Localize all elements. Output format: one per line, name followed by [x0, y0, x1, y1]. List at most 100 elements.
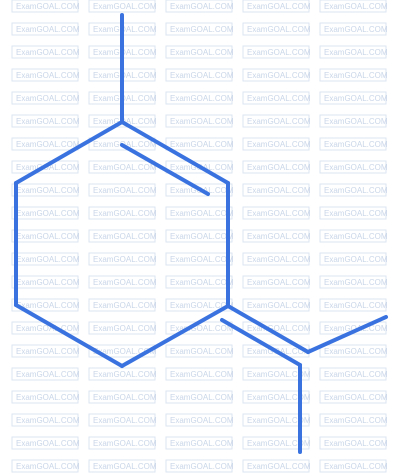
- watermark-box: [242, 206, 310, 220]
- watermark-text: ExamGOAL.COM: [93, 163, 157, 172]
- watermark-box: [11, 298, 79, 312]
- watermark-text: ExamGOAL.COM: [93, 393, 157, 402]
- watermark-text: ExamGOAL.COM: [16, 2, 80, 11]
- watermark-text: ExamGOAL.COM: [93, 2, 157, 11]
- watermark-text: ExamGOAL.COM: [16, 209, 80, 218]
- watermark-box: [88, 459, 156, 473]
- watermark-text: ExamGOAL.COM: [324, 25, 388, 34]
- watermark-box: [242, 68, 310, 82]
- watermark-text: ExamGOAL.COM: [170, 255, 234, 264]
- watermark-box: [242, 45, 310, 59]
- watermark-box: [11, 45, 79, 59]
- watermark-box: [11, 413, 79, 427]
- watermark-text: ExamGOAL.COM: [93, 416, 157, 425]
- watermark-text: ExamGOAL.COM: [247, 232, 311, 241]
- ring-double-bond-inner: [120, 143, 210, 196]
- watermark-box: [165, 252, 233, 266]
- watermark-box: [242, 160, 310, 174]
- watermark-box: [11, 183, 79, 197]
- watermark-box: [242, 413, 310, 427]
- watermark-box: [319, 459, 387, 473]
- watermark-box: [319, 321, 387, 335]
- watermark-box: [88, 183, 156, 197]
- watermark-box: [242, 22, 310, 36]
- watermark-box: [242, 275, 310, 289]
- watermark-box: [319, 367, 387, 381]
- watermark-box: [319, 160, 387, 174]
- watermark-text: ExamGOAL.COM: [324, 117, 388, 126]
- watermark-text: ExamGOAL.COM: [170, 232, 234, 241]
- watermark-text: ExamGOAL.COM: [247, 117, 311, 126]
- watermark-box: [88, 0, 156, 13]
- watermark-text: ExamGOAL.COM: [16, 25, 80, 34]
- watermark-text: ExamGOAL.COM: [170, 209, 234, 218]
- watermark-text: ExamGOAL.COM: [16, 439, 80, 448]
- watermark-box: [11, 91, 79, 105]
- watermark-text: ExamGOAL.COM: [170, 25, 234, 34]
- watermark-text: ExamGOAL.COM: [16, 370, 80, 379]
- watermark-text: ExamGOAL.COM: [16, 94, 80, 103]
- watermark-text: ExamGOAL.COM: [93, 71, 157, 80]
- watermark-box: [165, 229, 233, 243]
- watermark-box: [11, 229, 79, 243]
- watermark-text: ExamGOAL.COM: [93, 278, 157, 287]
- watermark-text: ExamGOAL.COM: [93, 48, 157, 57]
- watermark-text: ExamGOAL.COM: [16, 393, 80, 402]
- watermark-text: ExamGOAL.COM: [247, 255, 311, 264]
- watermark-text: ExamGOAL.COM: [93, 94, 157, 103]
- watermark-box: [88, 229, 156, 243]
- watermark-text: ExamGOAL.COM: [16, 48, 80, 57]
- watermark-box: [11, 160, 79, 174]
- watermark-text: ExamGOAL.COM: [16, 140, 80, 149]
- watermark-text: ExamGOAL.COM: [324, 186, 388, 195]
- watermark-text: ExamGOAL.COM: [93, 186, 157, 195]
- watermark-text: ExamGOAL.COM: [247, 462, 311, 471]
- watermark-text: ExamGOAL.COM: [170, 370, 234, 379]
- watermark-text: ExamGOAL.COM: [16, 255, 80, 264]
- watermark-box: [319, 114, 387, 128]
- watermark-box: [319, 252, 387, 266]
- watermark-text: ExamGOAL.COM: [16, 347, 80, 356]
- watermark-box: [319, 91, 387, 105]
- exocyclic-double-bond-b: [220, 318, 302, 367]
- ring-bond-upper-left: [14, 120, 124, 185]
- watermark-box: [242, 390, 310, 404]
- watermark-box: [242, 137, 310, 151]
- watermark-text: ExamGOAL.COM: [247, 416, 311, 425]
- watermark-box: [242, 459, 310, 473]
- watermark-text: ExamGOAL.COM: [93, 439, 157, 448]
- watermark-box: [88, 390, 156, 404]
- watermark-text: ExamGOAL.COM: [170, 48, 234, 57]
- watermark-text: ExamGOAL.COM: [93, 462, 157, 471]
- watermark-text: ExamGOAL.COM: [170, 71, 234, 80]
- watermark-box: [11, 459, 79, 473]
- watermark-box: [11, 390, 79, 404]
- watermark-box: [11, 137, 79, 151]
- watermark-box: [88, 252, 156, 266]
- watermark-box: [88, 344, 156, 358]
- watermark-text: ExamGOAL.COM: [247, 278, 311, 287]
- watermark-text: ExamGOAL.COM: [16, 301, 80, 310]
- watermark-box: [11, 252, 79, 266]
- watermark-text: ExamGOAL.COM: [170, 347, 234, 356]
- watermark-box: [11, 344, 79, 358]
- watermark-box: [11, 436, 79, 450]
- watermark-text: ExamGOAL.COM: [93, 25, 157, 34]
- watermark-text: ExamGOAL.COM: [170, 462, 234, 471]
- watermark-text: ExamGOAL.COM: [324, 209, 388, 218]
- watermark-text: ExamGOAL.COM: [247, 140, 311, 149]
- watermark-text: ExamGOAL.COM: [324, 278, 388, 287]
- watermark-text: ExamGOAL.COM: [16, 117, 80, 126]
- watermark-box: [88, 137, 156, 151]
- watermark-text: ExamGOAL.COM: [170, 94, 234, 103]
- watermark-text: ExamGOAL.COM: [324, 232, 388, 241]
- watermark-text: ExamGOAL.COM: [324, 301, 388, 310]
- watermark-box: [319, 68, 387, 82]
- watermark-box: [88, 321, 156, 335]
- watermark-box: [165, 0, 233, 13]
- ring-bond-upper-right: [120, 120, 230, 185]
- watermark-box: [165, 436, 233, 450]
- watermark-box: [88, 298, 156, 312]
- watermark-text: ExamGOAL.COM: [324, 370, 388, 379]
